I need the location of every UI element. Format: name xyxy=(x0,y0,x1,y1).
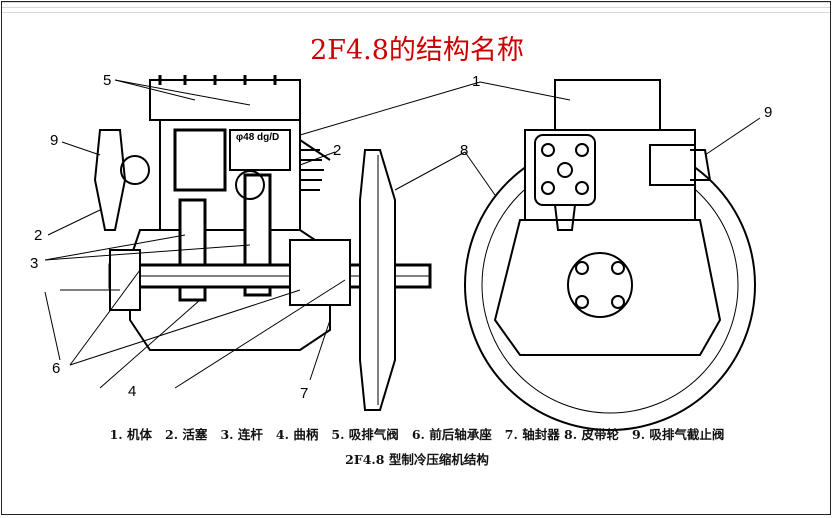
front-view xyxy=(464,79,756,431)
callout-9-left: 9 xyxy=(50,132,58,149)
callout-9-right: 9 xyxy=(764,104,772,121)
leader-lines xyxy=(44,79,761,389)
slide-title: 2F4.8的结构名称 xyxy=(310,35,524,66)
callout-2-left: 2 xyxy=(34,227,42,244)
callout-2-top: 2 xyxy=(333,142,341,159)
dimension-label: φ48 dg/D xyxy=(236,132,279,143)
callout-7: 7 xyxy=(300,385,308,402)
callout-3: 3 xyxy=(30,255,38,272)
callout-4: 4 xyxy=(128,383,136,400)
callout-6: 6 xyxy=(52,360,60,377)
header-rules xyxy=(2,2,830,18)
side-view xyxy=(93,75,432,411)
parts-legend: 1. 机体 2. 活塞 3. 连杆 4. 曲柄 5. 吸排气阀 6. 前后轴承座… xyxy=(109,427,725,442)
callout-8: 8 xyxy=(460,142,468,159)
callout-1: 1 xyxy=(472,73,480,90)
callout-5: 5 xyxy=(103,72,111,89)
figure-caption: 2F4.8 型制冷压缩机结构 xyxy=(345,452,489,467)
